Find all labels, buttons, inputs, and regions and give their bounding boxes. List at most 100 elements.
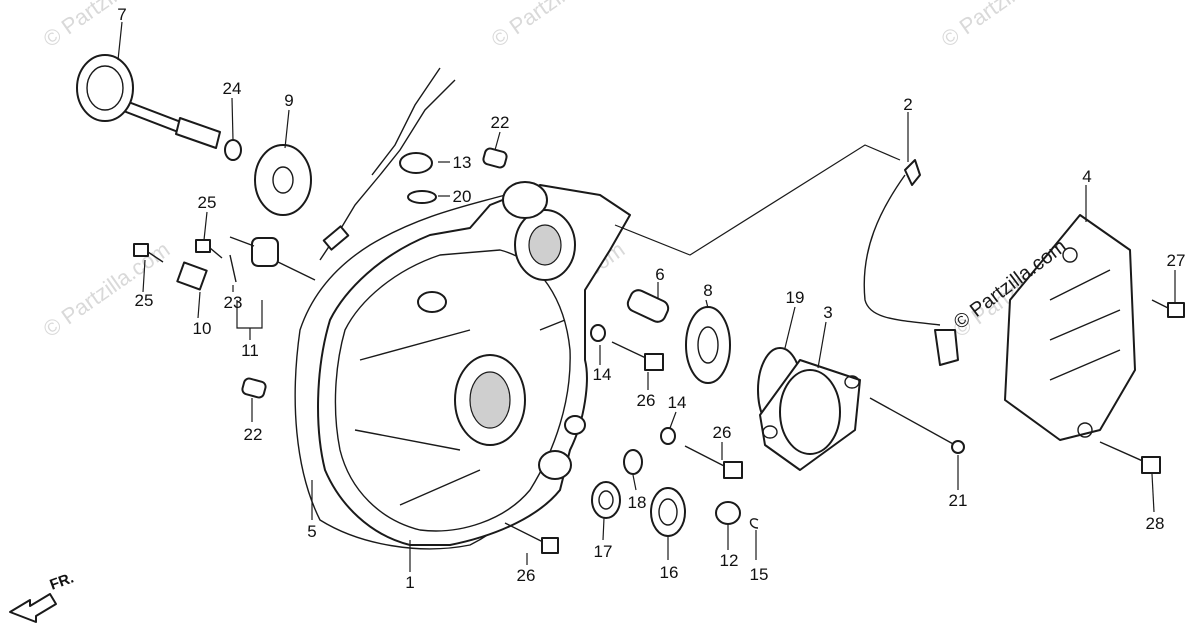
pump-cover (759, 359, 861, 471)
bolt-head (1167, 302, 1185, 318)
watermark: © Partzilla.com (937, 0, 1073, 52)
wire-lead (371, 67, 441, 176)
neutral-switch (176, 261, 208, 291)
sensor-lead (229, 236, 255, 247)
callout-14-lower: 14 (668, 393, 687, 412)
gear-bore (272, 166, 294, 194)
clip-15 (749, 518, 759, 529)
cover-lower-boss (538, 450, 572, 480)
leader-22-upper (494, 131, 501, 151)
leader-24 (231, 97, 234, 141)
callout-19: 19 (786, 288, 805, 307)
callouts: 7 24 9 22 13 20 2 4 25 27 6 8 25 23 19 3… (117, 5, 1185, 592)
bolt-thread (209, 247, 223, 259)
oil-pump-gear (685, 306, 731, 384)
callout-22-upper: 22 (491, 113, 510, 132)
sensor-body (251, 237, 279, 267)
callout-26-lower: 26 (517, 566, 536, 585)
callout-2: 2 (903, 95, 912, 114)
oil-seal-17 (591, 481, 621, 519)
callout-25-left: 25 (135, 291, 154, 310)
sealing-washer (407, 190, 437, 204)
bolt-27 (1151, 299, 1185, 318)
leader-2-to-cover (614, 144, 901, 256)
cover-boss-hole (469, 371, 511, 429)
washer-14-upper (590, 324, 606, 342)
bolt-26-lower (504, 522, 559, 554)
cover-vents (1049, 269, 1121, 381)
callout-11: 11 (241, 341, 259, 360)
callout-12: 12 (720, 551, 739, 570)
bolt-thread (504, 522, 546, 544)
collar (626, 289, 670, 323)
callout-20: 20 (453, 187, 472, 206)
leader-19 (784, 306, 796, 349)
watermark: © Partzilla.com (39, 0, 175, 52)
oil-seal-16-bore (658, 498, 678, 526)
watermark: © Partzilla.com (39, 237, 175, 343)
callout-1: 1 (405, 573, 414, 592)
callout-9: 9 (284, 91, 293, 110)
leader-3 (817, 321, 827, 369)
drive-gear (254, 144, 312, 216)
bolt-25-left (133, 243, 164, 263)
bolt-head (541, 537, 559, 554)
cover-top-boss (502, 181, 548, 219)
callout-8: 8 (703, 281, 712, 300)
bolt-head (195, 239, 211, 253)
callout-10: 10 (193, 319, 212, 338)
callout-26-upper: 26 (637, 391, 656, 410)
callout-15: 15 (750, 565, 769, 584)
front-label: FR. (48, 570, 77, 594)
stay-arm (863, 174, 941, 326)
shaft-gear-inner (86, 65, 124, 111)
callout-26-middle: 26 (713, 423, 732, 442)
circlip (224, 139, 242, 161)
bolt-26-upper (611, 341, 664, 371)
sensor-shaft (277, 261, 316, 281)
cover-small-boss (564, 415, 586, 435)
bracket-11 (236, 300, 263, 340)
gear-body (685, 306, 731, 384)
dowel-pin-lower (241, 377, 267, 399)
bolt-28 (1099, 441, 1161, 474)
gear-body (254, 144, 312, 216)
callout-24: 24 (223, 79, 242, 98)
leader-lines (117, 21, 1176, 572)
front-indicator: FR. (9, 570, 77, 623)
speed-sensor (229, 236, 316, 281)
leader-9 (284, 109, 290, 149)
bolt-thread (611, 341, 651, 361)
washer-14-lower (660, 427, 676, 445)
shift-shaft (76, 54, 221, 149)
shaft-spline (175, 117, 221, 149)
leader-18 (632, 474, 637, 491)
left-crankcase-cover (317, 181, 631, 546)
cover-bolt-hole-bottom (1077, 422, 1093, 438)
bolt-25-upper (195, 239, 223, 259)
callout-16: 16 (660, 563, 679, 582)
leader-8 (705, 299, 709, 309)
leader-17 (602, 517, 605, 541)
spring-pin (229, 254, 237, 283)
bolt-head (133, 243, 149, 257)
callout-7: 7 (117, 5, 126, 24)
bolt-head (644, 353, 664, 371)
callout-13: 13 (453, 153, 472, 172)
oil-fill-hole (417, 291, 447, 313)
bolt-head (951, 440, 965, 454)
front-arrow-icon (9, 593, 57, 623)
cover-upper-hole (528, 224, 562, 266)
callout-22-lower: 22 (244, 425, 263, 444)
bolt-26-middle (684, 445, 743, 479)
cover-hole-right (844, 375, 860, 389)
drain-plug (399, 152, 433, 174)
bolt-head (723, 461, 743, 479)
callout-23: 23 (224, 293, 243, 312)
leader-28 (1151, 473, 1155, 513)
bolt-head (1141, 456, 1161, 474)
stay-top (904, 159, 921, 186)
callout-18: 18 (628, 493, 647, 512)
leader-25-left (142, 259, 146, 293)
